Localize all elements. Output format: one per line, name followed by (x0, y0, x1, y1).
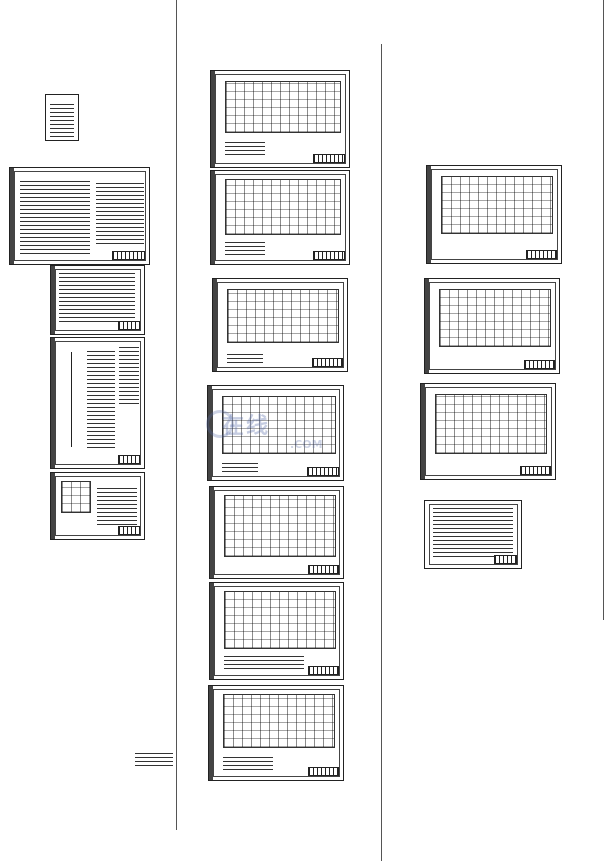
column-divider-left (176, 0, 177, 830)
floor-plan-1[interactable] (210, 70, 350, 168)
system-diagram-sheet[interactable] (50, 337, 145, 469)
riser-table-sheet[interactable] (424, 500, 522, 569)
floor-plan-10[interactable] (420, 383, 556, 480)
column-divider-right (603, 0, 604, 620)
index-sheet[interactable] (45, 94, 79, 141)
detail-sheet[interactable] (50, 472, 145, 540)
column-divider-middle (381, 44, 382, 861)
floor-plan-5[interactable] (209, 486, 344, 579)
floor-plan-7[interactable] (208, 685, 344, 781)
floor-plan-2[interactable] (210, 170, 350, 265)
floor-plan-3[interactable] (212, 278, 348, 372)
design-notes-sheet[interactable] (9, 167, 150, 265)
floor-plan-8[interactable] (426, 165, 562, 264)
legend-sheet[interactable] (50, 265, 145, 335)
left-note-block (135, 752, 173, 766)
floor-plan-6[interactable] (209, 582, 344, 680)
floor-plan-9[interactable] (424, 278, 560, 374)
watermark-logo (206, 410, 234, 438)
watermark-subtext: .COM (290, 438, 323, 451)
